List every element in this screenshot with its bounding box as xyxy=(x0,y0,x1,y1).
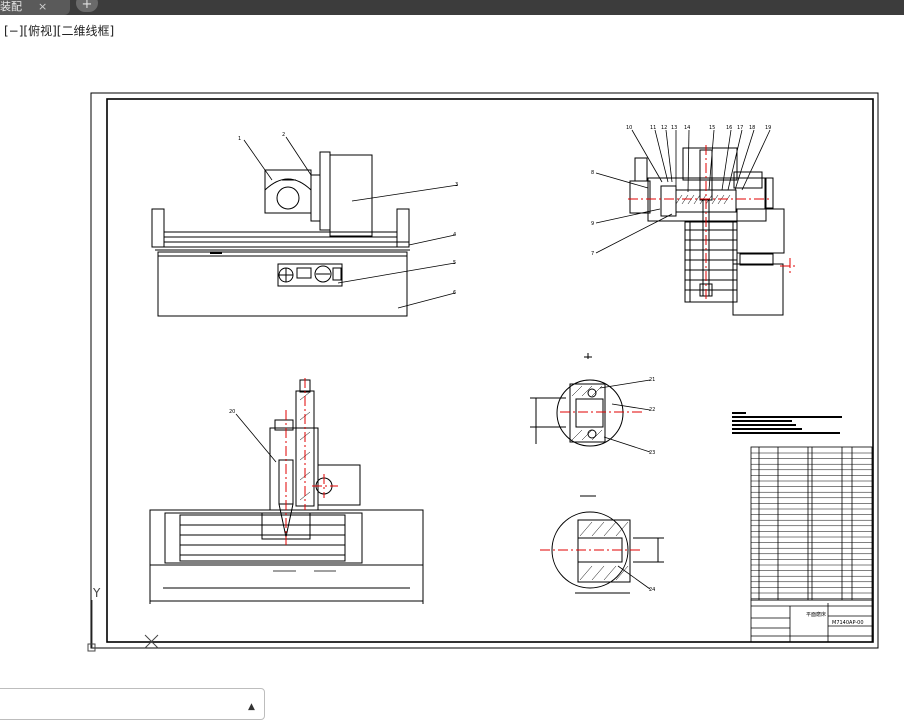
balloon-13: 13 xyxy=(671,125,677,131)
balloon-16: 16 xyxy=(726,125,732,131)
viewport-controls-label[interactable]: [−][俯视][二维线框] xyxy=(4,24,115,38)
balloon-1: 1 xyxy=(238,136,241,142)
balloon-22: 22 xyxy=(649,407,655,413)
front-view-leaders xyxy=(243,136,459,309)
title-block xyxy=(750,599,873,643)
ucs-icon xyxy=(87,600,159,652)
title-block-drawing-number: M7140AP-00 xyxy=(832,620,864,626)
detail-view-b-hatch xyxy=(579,521,629,581)
side-view-balloons: 10 11 12 13 14 15 16 17 18 19 8 9 7 xyxy=(591,125,771,257)
title-block-name: 平面磨床 xyxy=(806,611,826,618)
document-tab-label: 装配 xyxy=(0,0,22,13)
balloon-21: 21 xyxy=(649,377,655,383)
balloon-18: 18 xyxy=(749,125,755,131)
balloon-3: 3 xyxy=(455,182,458,188)
detail-view-a xyxy=(530,353,624,447)
document-tab[interactable]: 装配 × xyxy=(0,0,70,15)
document-tab-bar: 装配 × + xyxy=(0,0,904,15)
balloon-5: 5 xyxy=(453,260,456,266)
balloon-23: 23 xyxy=(649,450,655,456)
command-line-input[interactable] xyxy=(0,688,265,720)
sheet-inner-border xyxy=(106,98,874,643)
balloon-2: 2 xyxy=(282,132,285,138)
balloon-15: 15 xyxy=(709,125,715,131)
sheet-outer-border xyxy=(90,92,879,649)
balloon-17: 17 xyxy=(737,125,743,131)
technical-notes xyxy=(732,412,842,434)
balloon-4: 4 xyxy=(453,232,456,238)
balloon-24: 24 xyxy=(649,587,655,593)
new-tab-button[interactable]: + xyxy=(76,0,98,12)
front-view xyxy=(151,151,410,317)
ucs-y-label: Y xyxy=(92,586,101,600)
balloon-19: 19 xyxy=(765,125,771,131)
plan-view-leaders xyxy=(235,413,336,572)
command-history-arrow-icon[interactable]: ▲ xyxy=(248,702,255,712)
plan-view-centerlines xyxy=(285,378,338,545)
balloon-8: 8 xyxy=(591,170,594,176)
close-icon[interactable]: × xyxy=(38,0,48,13)
plan-view-balloons: 20 xyxy=(229,409,235,415)
side-view-leaders xyxy=(595,129,771,254)
balloon-10: 10 xyxy=(626,125,632,131)
balloon-11: 11 xyxy=(650,125,656,131)
parts-list-rows xyxy=(751,452,872,599)
balloon-12: 12 xyxy=(661,125,667,131)
detail-view-b xyxy=(551,495,664,594)
balloon-20: 20 xyxy=(229,409,235,415)
side-view-centerlines xyxy=(628,145,798,300)
side-view xyxy=(629,147,785,316)
detail-leaders xyxy=(599,379,651,590)
balloon-9: 9 xyxy=(591,221,594,227)
detail-balloons: 21 22 23 24 xyxy=(649,377,655,593)
balloon-14: 14 xyxy=(684,125,690,131)
detail-view-a-hatch xyxy=(571,385,603,441)
front-view-balloons: 1 2 3 4 5 6 xyxy=(238,132,458,296)
balloon-7: 7 xyxy=(591,251,594,257)
balloon-6: 6 xyxy=(453,290,456,296)
